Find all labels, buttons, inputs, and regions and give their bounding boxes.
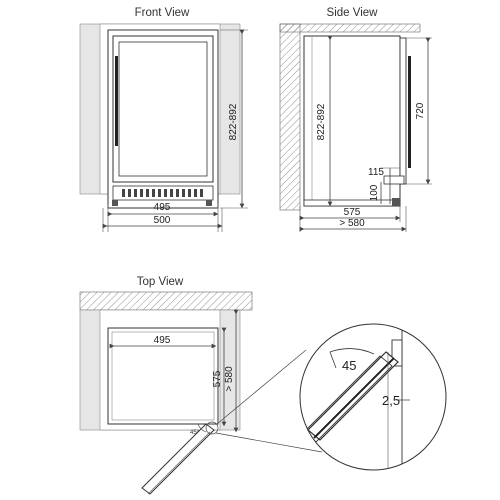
front-glass-door xyxy=(112,35,214,183)
front-width-outer-label: 500 xyxy=(154,215,171,226)
detail-angle-label: 45 xyxy=(342,358,356,373)
side-ceiling-wall xyxy=(279,23,421,33)
top-angle-arc xyxy=(197,423,207,433)
top-open-door xyxy=(141,423,215,495)
side-door-handle xyxy=(408,56,411,168)
front-foot-left xyxy=(112,200,118,206)
side-720-label: 720 xyxy=(415,102,426,119)
detail-gap-label: 2,5 xyxy=(382,393,400,408)
side-view: Side View 822-892 720 115 100 xyxy=(279,7,432,232)
front-foot-right xyxy=(206,200,212,206)
top-view-title: Top View xyxy=(137,276,184,288)
front-vent-slots xyxy=(122,189,203,197)
top-back-wall xyxy=(79,291,253,311)
front-width-inner-label: 495 xyxy=(154,202,171,213)
front-height-label: 822-892 xyxy=(228,103,239,140)
side-height-label: 822-892 xyxy=(316,103,327,140)
front-door-handle xyxy=(115,56,118,146)
top-view: Top View 495 575 > 580 45° xyxy=(79,276,323,495)
detail-angle-arc xyxy=(329,348,375,355)
side-100-label: 100 xyxy=(369,184,380,201)
top-depth-label: 575 xyxy=(212,370,223,387)
side-kick-plate xyxy=(383,175,405,185)
detail-circle xyxy=(299,323,447,471)
top-depth-min-label: > 580 xyxy=(224,366,235,392)
side-rear-wall xyxy=(279,23,301,211)
side-foot xyxy=(392,198,400,206)
front-view-title: Front View xyxy=(135,7,190,19)
side-door xyxy=(399,37,407,185)
top-zoom-marker xyxy=(205,421,219,435)
top-width-label: 495 xyxy=(154,335,171,346)
front-glass-pane xyxy=(118,41,208,177)
side-115-label: 115 xyxy=(368,167,384,178)
side-view-title: Side View xyxy=(327,7,379,19)
front-view: Front View xyxy=(79,7,248,232)
top-angle-small-label: 45° xyxy=(190,430,200,436)
side-depth-min-label: > 580 xyxy=(339,218,365,229)
detail-view: 45 2,5 xyxy=(299,323,447,471)
side-depth-label: 575 xyxy=(344,207,361,218)
